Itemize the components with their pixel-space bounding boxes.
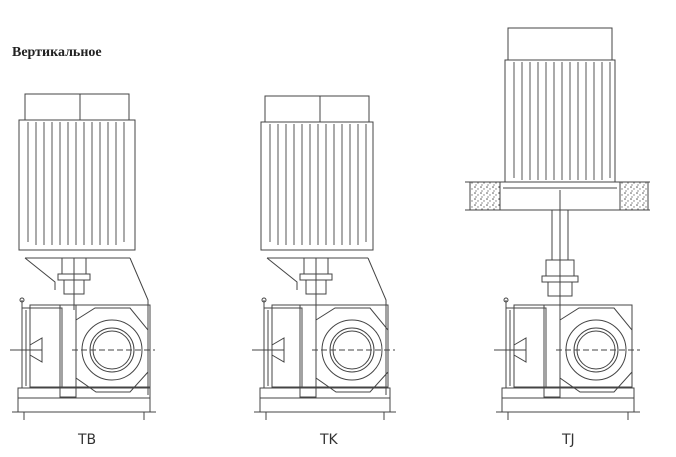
pump-tj-drawing	[465, 27, 650, 420]
label-tk: TK	[320, 432, 338, 448]
section-heading: Вертикальное	[12, 45, 102, 60]
label-tj: TJ	[562, 432, 575, 448]
pump-tk-drawing	[252, 95, 396, 420]
pump-tb-drawing	[10, 93, 156, 420]
label-tb: TB	[78, 432, 97, 448]
